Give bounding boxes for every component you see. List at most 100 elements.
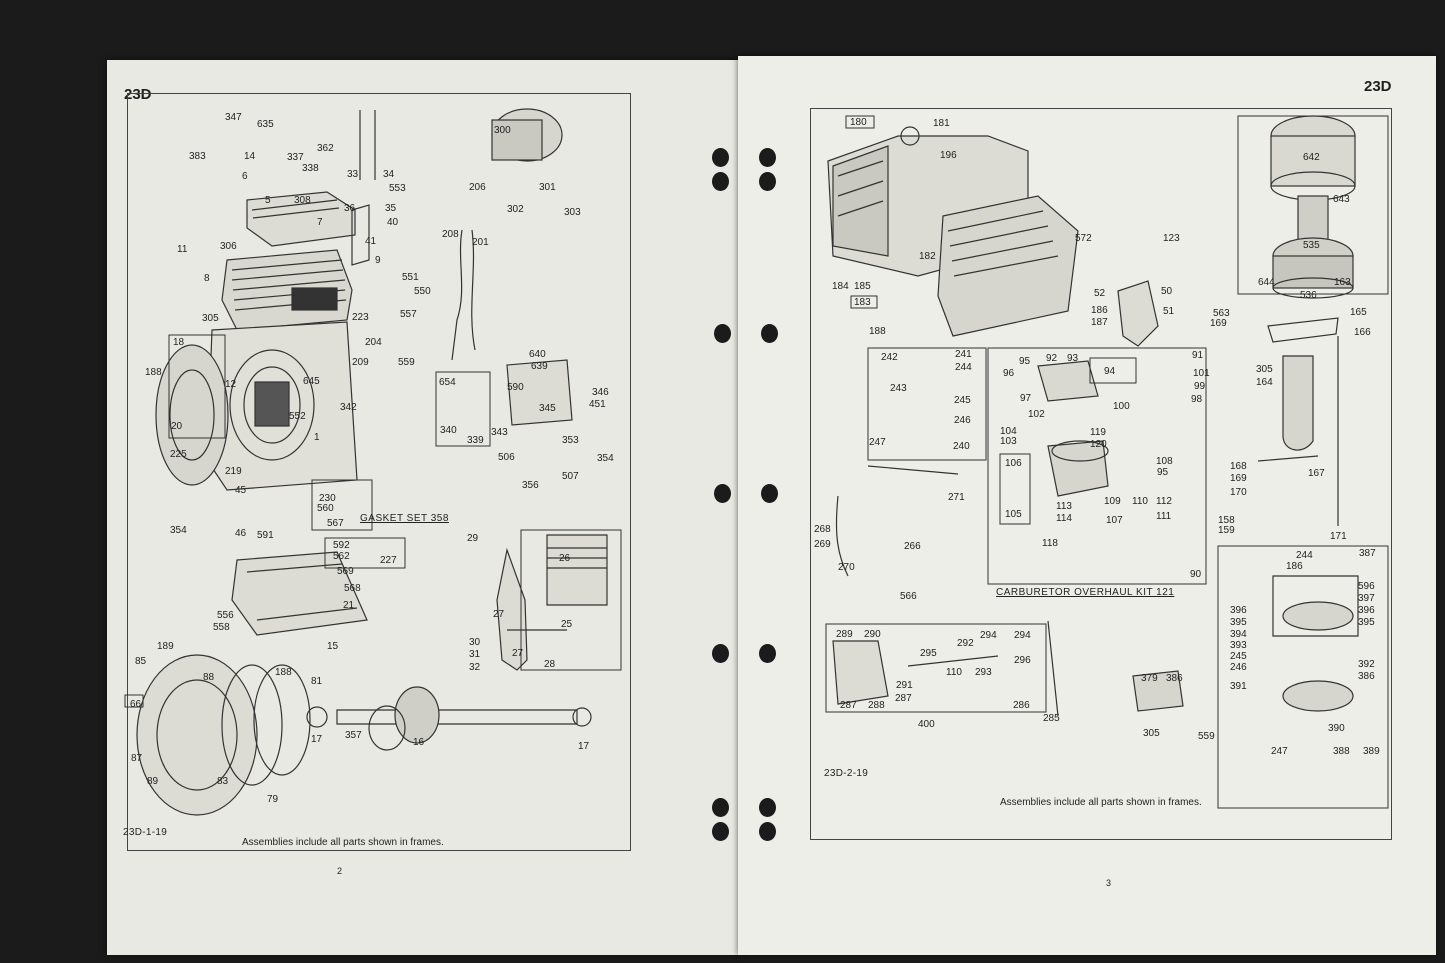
binder-hole xyxy=(761,324,778,343)
part-label: 292 xyxy=(957,638,974,649)
part-label: 106 xyxy=(1005,458,1022,469)
part-label: 188 xyxy=(145,367,162,378)
part-label: 356 xyxy=(522,480,539,491)
caption-right: Assemblies include all parts shown in fr… xyxy=(1000,797,1202,808)
engine-exploded-diagram xyxy=(124,108,622,816)
part-label: 46 xyxy=(235,528,247,539)
part-label: 354 xyxy=(170,525,187,536)
part-label: 557 xyxy=(400,309,417,320)
part-label: 30 xyxy=(469,637,481,648)
part-label: 362 xyxy=(317,143,334,154)
part-label: 187 xyxy=(1091,317,1108,328)
part-label: 79 xyxy=(267,794,279,805)
part-label: 163 xyxy=(1334,277,1351,288)
part-label: 507 xyxy=(562,471,579,482)
right-page: 23D xyxy=(738,56,1436,955)
binder-hole xyxy=(759,172,776,191)
part-label: 338 xyxy=(302,163,319,174)
part-label: 388 xyxy=(1333,746,1350,757)
part-label: 164 xyxy=(1256,377,1273,388)
part-label: 93 xyxy=(1067,353,1079,364)
page-number-left: 2 xyxy=(337,866,343,876)
part-label: 227 xyxy=(380,555,397,566)
part-label: 245 xyxy=(954,395,971,406)
part-label: 6 xyxy=(242,171,248,182)
part-label: 85 xyxy=(135,656,147,667)
part-label: 400 xyxy=(918,719,935,730)
part-label: 289 xyxy=(836,629,853,640)
part-label: 393 xyxy=(1230,640,1247,651)
part-label: 97 xyxy=(1020,393,1032,404)
diagram-frame-right xyxy=(810,108,1392,840)
binder-hole xyxy=(759,798,776,817)
part-label: 118 xyxy=(1042,538,1058,549)
part-label: 223 xyxy=(352,312,369,323)
part-label: 66 xyxy=(130,699,142,710)
part-label: 592 xyxy=(333,540,350,551)
part-label: 558 xyxy=(213,622,230,633)
binder-hole xyxy=(714,324,731,343)
part-label: 225 xyxy=(170,449,187,460)
part-label: 204 xyxy=(365,337,382,348)
part-label: 246 xyxy=(954,415,971,426)
part-label: 186 xyxy=(1286,561,1303,572)
part-label: 92 xyxy=(1046,353,1058,364)
part-label: 35 xyxy=(385,203,397,214)
part-label: 643 xyxy=(1333,194,1350,205)
part-label: 305 xyxy=(1143,728,1160,739)
part-label: 111 xyxy=(1156,511,1172,522)
part-label: 119 xyxy=(1090,427,1106,438)
part-label: 185 xyxy=(854,281,871,292)
part-label: 306 xyxy=(220,241,237,252)
part-label: 12 xyxy=(225,379,237,390)
part-label: 36 xyxy=(344,203,356,214)
part-label: 159 xyxy=(1218,525,1235,536)
part-label: 230 xyxy=(319,493,336,504)
part-label: 21 xyxy=(343,600,355,611)
binder-hole xyxy=(712,798,729,817)
part-label: 7 xyxy=(317,217,323,228)
part-label: 31 xyxy=(469,649,481,660)
part-label: 165 xyxy=(1350,307,1367,318)
part-label: 390 xyxy=(1328,723,1345,734)
drawing-code-left: 23D-1-19 xyxy=(123,827,168,838)
part-label: 181 xyxy=(933,118,950,129)
part-label: 188 xyxy=(869,326,886,337)
part-label: 506 xyxy=(498,452,515,463)
part-label: 34 xyxy=(383,169,395,180)
part-label: 563 xyxy=(1213,308,1230,319)
part-label: 17 xyxy=(578,741,590,752)
part-label: 301 xyxy=(539,182,556,193)
part-label: 81 xyxy=(311,676,323,687)
part-label: 342 xyxy=(340,402,357,413)
part-label: 98 xyxy=(1191,394,1203,405)
part-label: 41 xyxy=(365,236,377,247)
part-label: 559 xyxy=(398,357,415,368)
part-label: 572 xyxy=(1075,233,1092,244)
part-label: 209 xyxy=(352,357,369,368)
part-label: 357 xyxy=(345,730,362,741)
part-label: 245 xyxy=(1230,651,1247,662)
part-label: 1 xyxy=(314,432,320,443)
carburetor-kit-title: CARBURETOR OVERHAUL KIT 121 xyxy=(996,587,1175,598)
part-label: 83 xyxy=(217,776,229,787)
part-label: 591 xyxy=(257,530,274,541)
part-label: 243 xyxy=(890,383,907,394)
part-label: 101 xyxy=(1193,368,1210,379)
part-label: 386 xyxy=(1358,671,1375,682)
part-label: 87 xyxy=(131,753,143,764)
part-label: 182 xyxy=(919,251,936,262)
part-label: 302 xyxy=(507,204,524,215)
part-label: 562 xyxy=(333,551,350,562)
part-label: 379 xyxy=(1141,673,1158,684)
part-label: 337 xyxy=(287,152,304,163)
part-label: 271 xyxy=(948,492,965,503)
part-label: 244 xyxy=(1296,550,1313,561)
part-label: 52 xyxy=(1094,288,1106,299)
part-label: 347 xyxy=(225,112,242,123)
part-label: 109 xyxy=(1104,496,1121,507)
part-label: 645 xyxy=(303,376,320,387)
binder-hole xyxy=(714,484,731,503)
binder-hole xyxy=(712,172,729,191)
part-label: 16 xyxy=(413,737,425,748)
